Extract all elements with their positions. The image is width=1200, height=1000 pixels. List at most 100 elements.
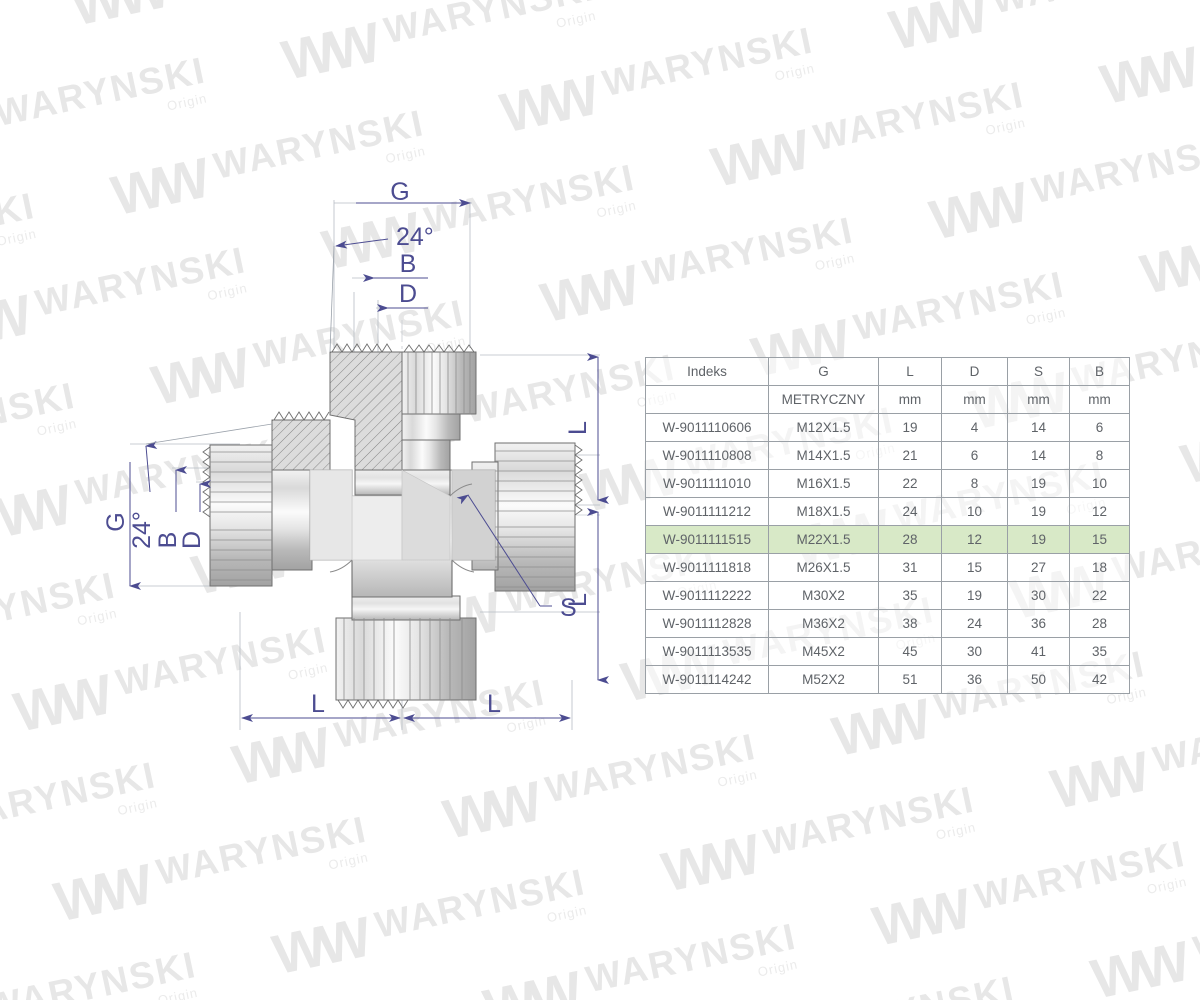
table-cell-s: 14: [1007, 413, 1070, 442]
table-cell-index: W-9011110808: [645, 441, 769, 470]
table-cell-index: W-9011111515: [645, 525, 769, 554]
table-cell-l: 35: [878, 581, 942, 610]
table-cell-d: 15: [941, 553, 1008, 582]
leader-line-s: [456, 494, 541, 607]
table-cell-b: 35: [1069, 637, 1130, 666]
table-cell-g: M16X1.5: [768, 469, 879, 498]
extension-line-top-angle: [329, 245, 335, 353]
leader-line-left-angle: [145, 441, 158, 493]
dimension-label-top-b: B: [400, 250, 417, 278]
table-cell-l: 19: [878, 413, 942, 442]
table-cell-g: M30X2: [768, 581, 879, 610]
unit-cell-l: mm: [878, 385, 942, 414]
dimension-label-bottom-l-right: L: [487, 690, 501, 718]
table-cell-d: 12: [941, 525, 1008, 554]
table-cell-g: M52X2: [768, 665, 879, 694]
table-cell-b: 18: [1069, 553, 1130, 582]
table-cell-l: 28: [878, 525, 942, 554]
table-units-row: METRYCZNY mm mm mm mm: [645, 385, 1130, 414]
dimension-label-right-l-bottom: L: [564, 593, 592, 607]
table-cell-b: 6: [1069, 413, 1130, 442]
specification-table-container: Indeks G L D S B METRYCZNY mm mm mm mm W…: [645, 357, 1130, 694]
column-header-g: G: [768, 357, 879, 386]
dimension-label-top-angle: 24°: [396, 223, 434, 251]
table-cell-b: 8: [1069, 441, 1130, 470]
leader-line-top-angle: [335, 238, 389, 249]
table-cell-b: 28: [1069, 609, 1130, 638]
dimension-label-left-d: D: [178, 531, 206, 549]
dimension-label-bottom-l-left: L: [311, 690, 325, 718]
table-cell-index: W-9011113535: [645, 637, 769, 666]
table-cell-d: 4: [941, 413, 1008, 442]
unit-cell-s: mm: [1007, 385, 1070, 414]
table-cell-d: 24: [941, 609, 1008, 638]
table-cell-d: 30: [941, 637, 1008, 666]
table-header-row: Indeks G L D S B: [645, 357, 1130, 386]
extension-line-left-angle: [145, 423, 273, 445]
table-cell-g: M12X1.5: [768, 413, 879, 442]
table-cell-l: 45: [878, 637, 942, 666]
table-cell-l: 21: [878, 441, 942, 470]
dimension-label-right-l-top: L: [564, 421, 592, 435]
dimension-annotations: G 24° B D G 24° B D: [102, 178, 609, 722]
table-cell-index: W-9011111010: [645, 469, 769, 498]
column-header-b: B: [1069, 357, 1130, 386]
dimension-label-top-g: G: [390, 178, 409, 206]
port-left: [202, 411, 331, 587]
dimension-label-left-b: B: [154, 532, 182, 549]
column-header-indeks: Indeks: [645, 357, 769, 386]
fitting-hub: [309, 469, 496, 598]
specification-table: Indeks G L D S B METRYCZNY mm mm mm mm W…: [645, 357, 1130, 694]
table-cell-l: 31: [878, 553, 942, 582]
dimension-label-left-g: G: [102, 512, 130, 531]
table-cell-index: W-9011114242: [645, 665, 769, 694]
unit-cell-indeks: [645, 385, 769, 414]
table-cell-g: M36X2: [768, 609, 879, 638]
table-cell-b: 15: [1069, 525, 1130, 554]
table-cell-s: 14: [1007, 441, 1070, 470]
table-cell-s: 19: [1007, 469, 1070, 498]
table-cell-b: 10: [1069, 469, 1130, 498]
table-cell-index: W-9011111212: [645, 497, 769, 526]
table-cell-l: 22: [878, 469, 942, 498]
table-cell-d: 19: [941, 581, 1008, 610]
table-cell-d: 10: [941, 497, 1008, 526]
table-cell-d: 6: [941, 441, 1008, 470]
unit-cell-g: METRYCZNY: [768, 385, 879, 414]
column-header-s: S: [1007, 357, 1070, 386]
table-cell-d: 8: [941, 469, 1008, 498]
table-cell-s: 36: [1007, 609, 1070, 638]
table-cell-g: M14X1.5: [768, 441, 879, 470]
fitting-body: [202, 343, 583, 709]
table-cell-g: M18X1.5: [768, 497, 879, 526]
table-cell-g: M26X1.5: [768, 553, 879, 582]
port-bottom: [335, 595, 477, 709]
table-cell-b: 42: [1069, 665, 1130, 694]
table-cell-g: M45X2: [768, 637, 879, 666]
table-cell-d: 36: [941, 665, 1008, 694]
table-cell-l: 24: [878, 497, 942, 526]
table-cell-g: M22X1.5: [768, 525, 879, 554]
table-cell-l: 38: [878, 609, 942, 638]
table-cell-b: 12: [1069, 497, 1130, 526]
dimension-label-s: S: [560, 594, 577, 622]
table-cell-s: 41: [1007, 637, 1070, 666]
table-cell-l: 51: [878, 665, 942, 694]
unit-cell-d: mm: [941, 385, 1008, 414]
column-header-l: L: [878, 357, 942, 386]
specification-table-body: Indeks G L D S B METRYCZNY mm mm mm mm W…: [645, 357, 1130, 694]
dimension-label-left-angle: 24°: [128, 511, 156, 549]
table-cell-index: W-9011110606: [645, 413, 769, 442]
